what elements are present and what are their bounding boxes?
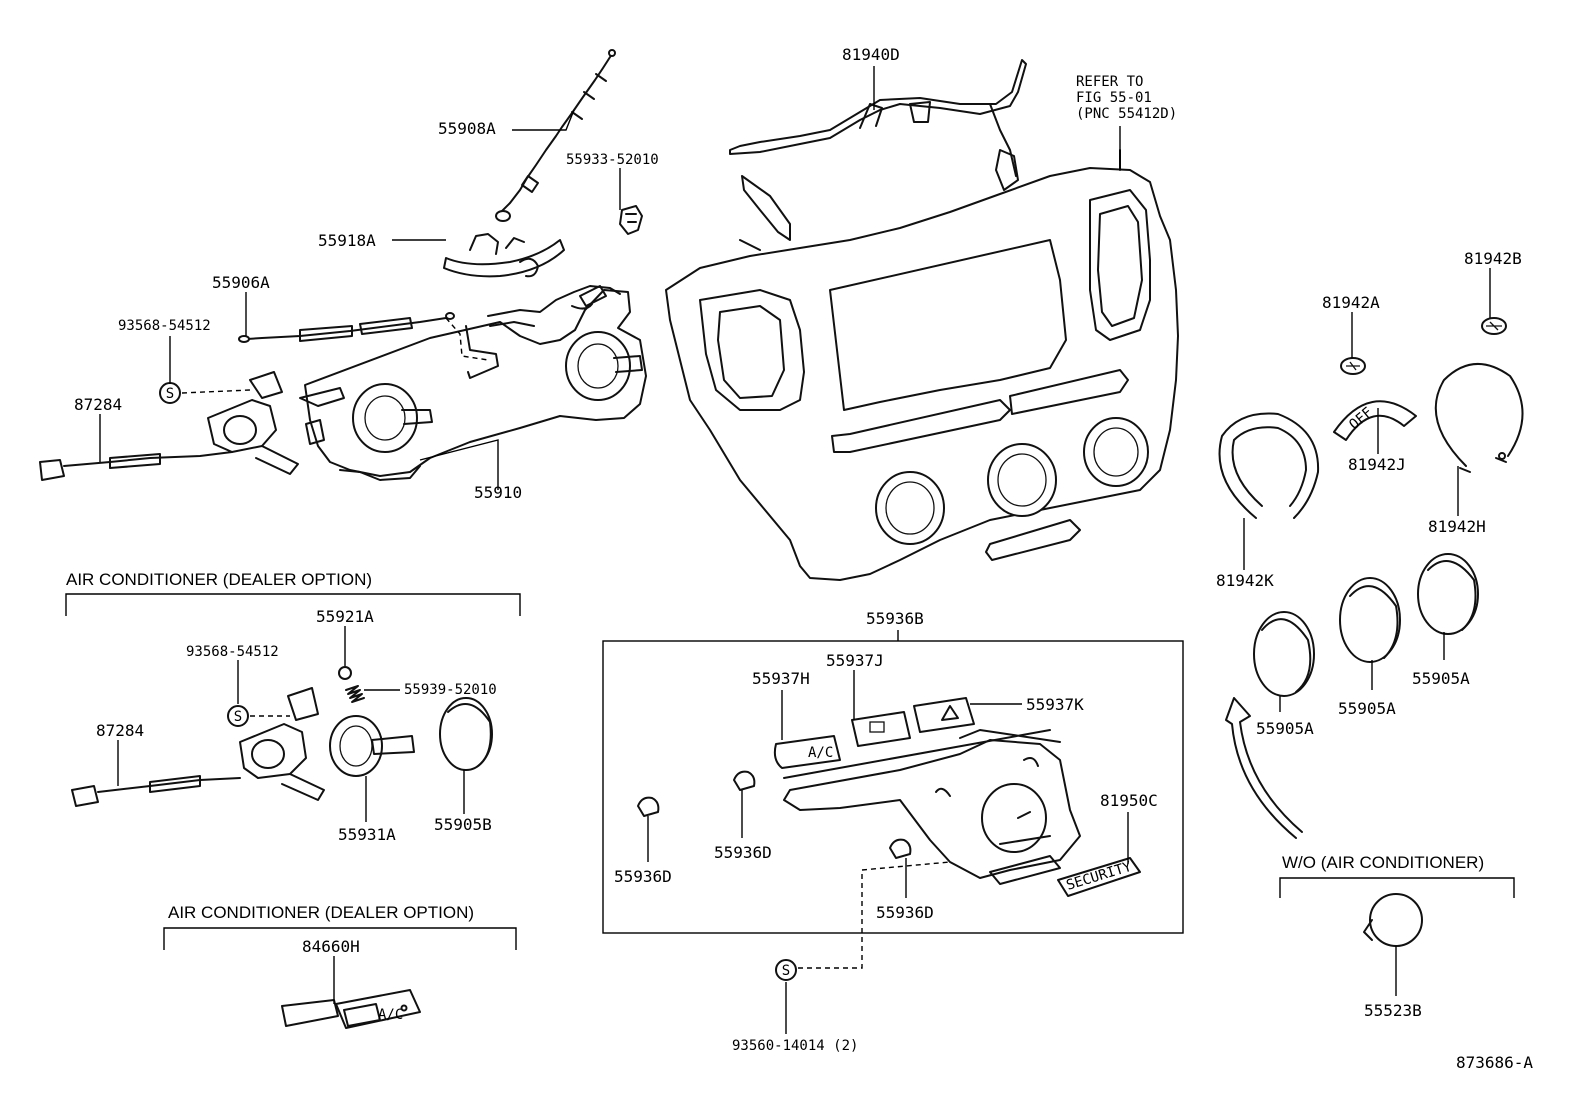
label-55937J: 55937J [826,651,884,670]
knob-55905B [439,697,493,771]
label-84660H: 84660H [302,937,360,956]
header-wo-ac: W/O (AIR CONDITIONER) [1282,853,1484,872]
label-55906A: 55906A [212,273,270,292]
wire-harness-87284-top [39,371,299,481]
wire-harness-87284-mid [71,687,325,807]
security-lamp-81950C: SECURITY [989,855,1141,897]
label-81942J: 81942J [1348,455,1406,474]
scale-81942J: OFF [1333,400,1417,441]
arrow-wo-ac [1225,697,1303,839]
leader-lines [99,66,1491,1034]
bulbs-55936D [637,770,912,859]
screw-93568-54512-mid: S [227,705,290,727]
label-55936D-mid: 55936D [714,843,772,862]
ring-81942H [1434,362,1524,473]
cap-55523B [1363,893,1423,947]
control-housing-55936B [783,729,1081,879]
label-81942A: 81942A [1322,293,1380,312]
part-labels: 55908A 55933-52010 81940D REFER TO FIG 5… [66,45,1533,1072]
knob-55905A-3 [1417,553,1479,635]
screw-symbol: S [166,386,174,402]
knob-off-text: OFF [1346,405,1376,434]
spring-55939-52010 [345,685,400,703]
label-55908A: 55908A [438,119,496,138]
knob-55905A-1 [1253,611,1315,697]
screw-symbol-bottom: S [782,963,790,979]
label-55936D-right: 55936D [876,903,934,922]
clip-55933-52010 [619,205,643,235]
label-93568-54512-top: 93568-54512 [118,318,211,334]
ring-81942B [1481,317,1507,335]
label-refer-line2: FIG 55-01 [1076,90,1152,106]
heater-control-55910 [299,285,647,481]
screw-symbol-mid: S [234,709,242,725]
label-55921A: 55921A [316,607,374,626]
ac-button-text-55937H: A/C [808,745,833,761]
label-81942K: 81942K [1216,571,1274,590]
bracket-ac-dealer-option-2 [163,927,517,950]
label-87284-top: 87284 [74,395,122,414]
header-ac-dealer-option-1: AIR CONDITIONER (DEALER OPTION) [66,570,372,589]
switch-55931A [329,715,415,777]
box-55936B [602,640,1184,934]
label-93568-54512-mid: 93568-54512 [186,644,279,660]
figure-id: 873686-A [1456,1053,1533,1072]
label-55931A: 55931A [338,825,396,844]
label-55905B: 55905B [434,815,492,834]
label-93560-14014: 93560-14014 (2) [732,1038,858,1054]
label-55918A: 55918A [318,231,376,250]
label-55936D-left: 55936D [614,867,672,886]
center-cluster-panel [665,149,1179,581]
label-81942H: 81942H [1428,517,1486,536]
ac-button-text-84660H: A/C [378,1007,403,1023]
ring-81942A [1340,357,1366,375]
label-55936B: 55936B [866,609,924,628]
label-55933-52010: 55933-52010 [566,152,659,168]
screw-93568-54512-top: S [159,382,251,404]
button-55937K [913,697,975,733]
lever-55918A [443,233,565,278]
label-87284-mid: 87284 [96,721,144,740]
label-55905A-3: 55905A [1412,669,1470,688]
label-55937H: 55937H [752,669,810,688]
label-refer-line3: (PNC 55412D) [1076,106,1177,122]
ring-81942K [1218,412,1320,519]
label-55523B: 55523B [1364,1001,1422,1020]
bracket-ac-dealer-option-1 [65,593,521,616]
bracket-wo-ac [1279,877,1515,898]
label-81942B: 81942B [1464,249,1522,268]
label-55910: 55910 [474,483,522,502]
knob-55905A-2 [1339,577,1401,663]
label-55905A-1: 55905A [1256,719,1314,738]
label-refer-line1: REFER TO [1076,74,1143,90]
screw-93560-14014: S [775,861,951,981]
label-55937K: 55937K [1026,695,1084,714]
switch-84660H: A/C [281,989,421,1029]
security-button-text: SECURITY [1064,859,1134,894]
ball-55921A [338,666,352,680]
label-55905A-2: 55905A [1338,699,1396,718]
label-81940D: 81940D [842,45,900,64]
label-55939-52010: 55939-52010 [404,682,497,698]
rod-55906A [238,312,455,343]
label-81950C: 81950C [1100,791,1158,810]
button-55937H: A/C [773,735,841,769]
duct-81940D [729,59,1027,241]
button-55937J [851,711,911,747]
cable-55908A [495,49,616,222]
header-ac-dealer-option-2: AIR CONDITIONER (DEALER OPTION) [168,903,474,922]
